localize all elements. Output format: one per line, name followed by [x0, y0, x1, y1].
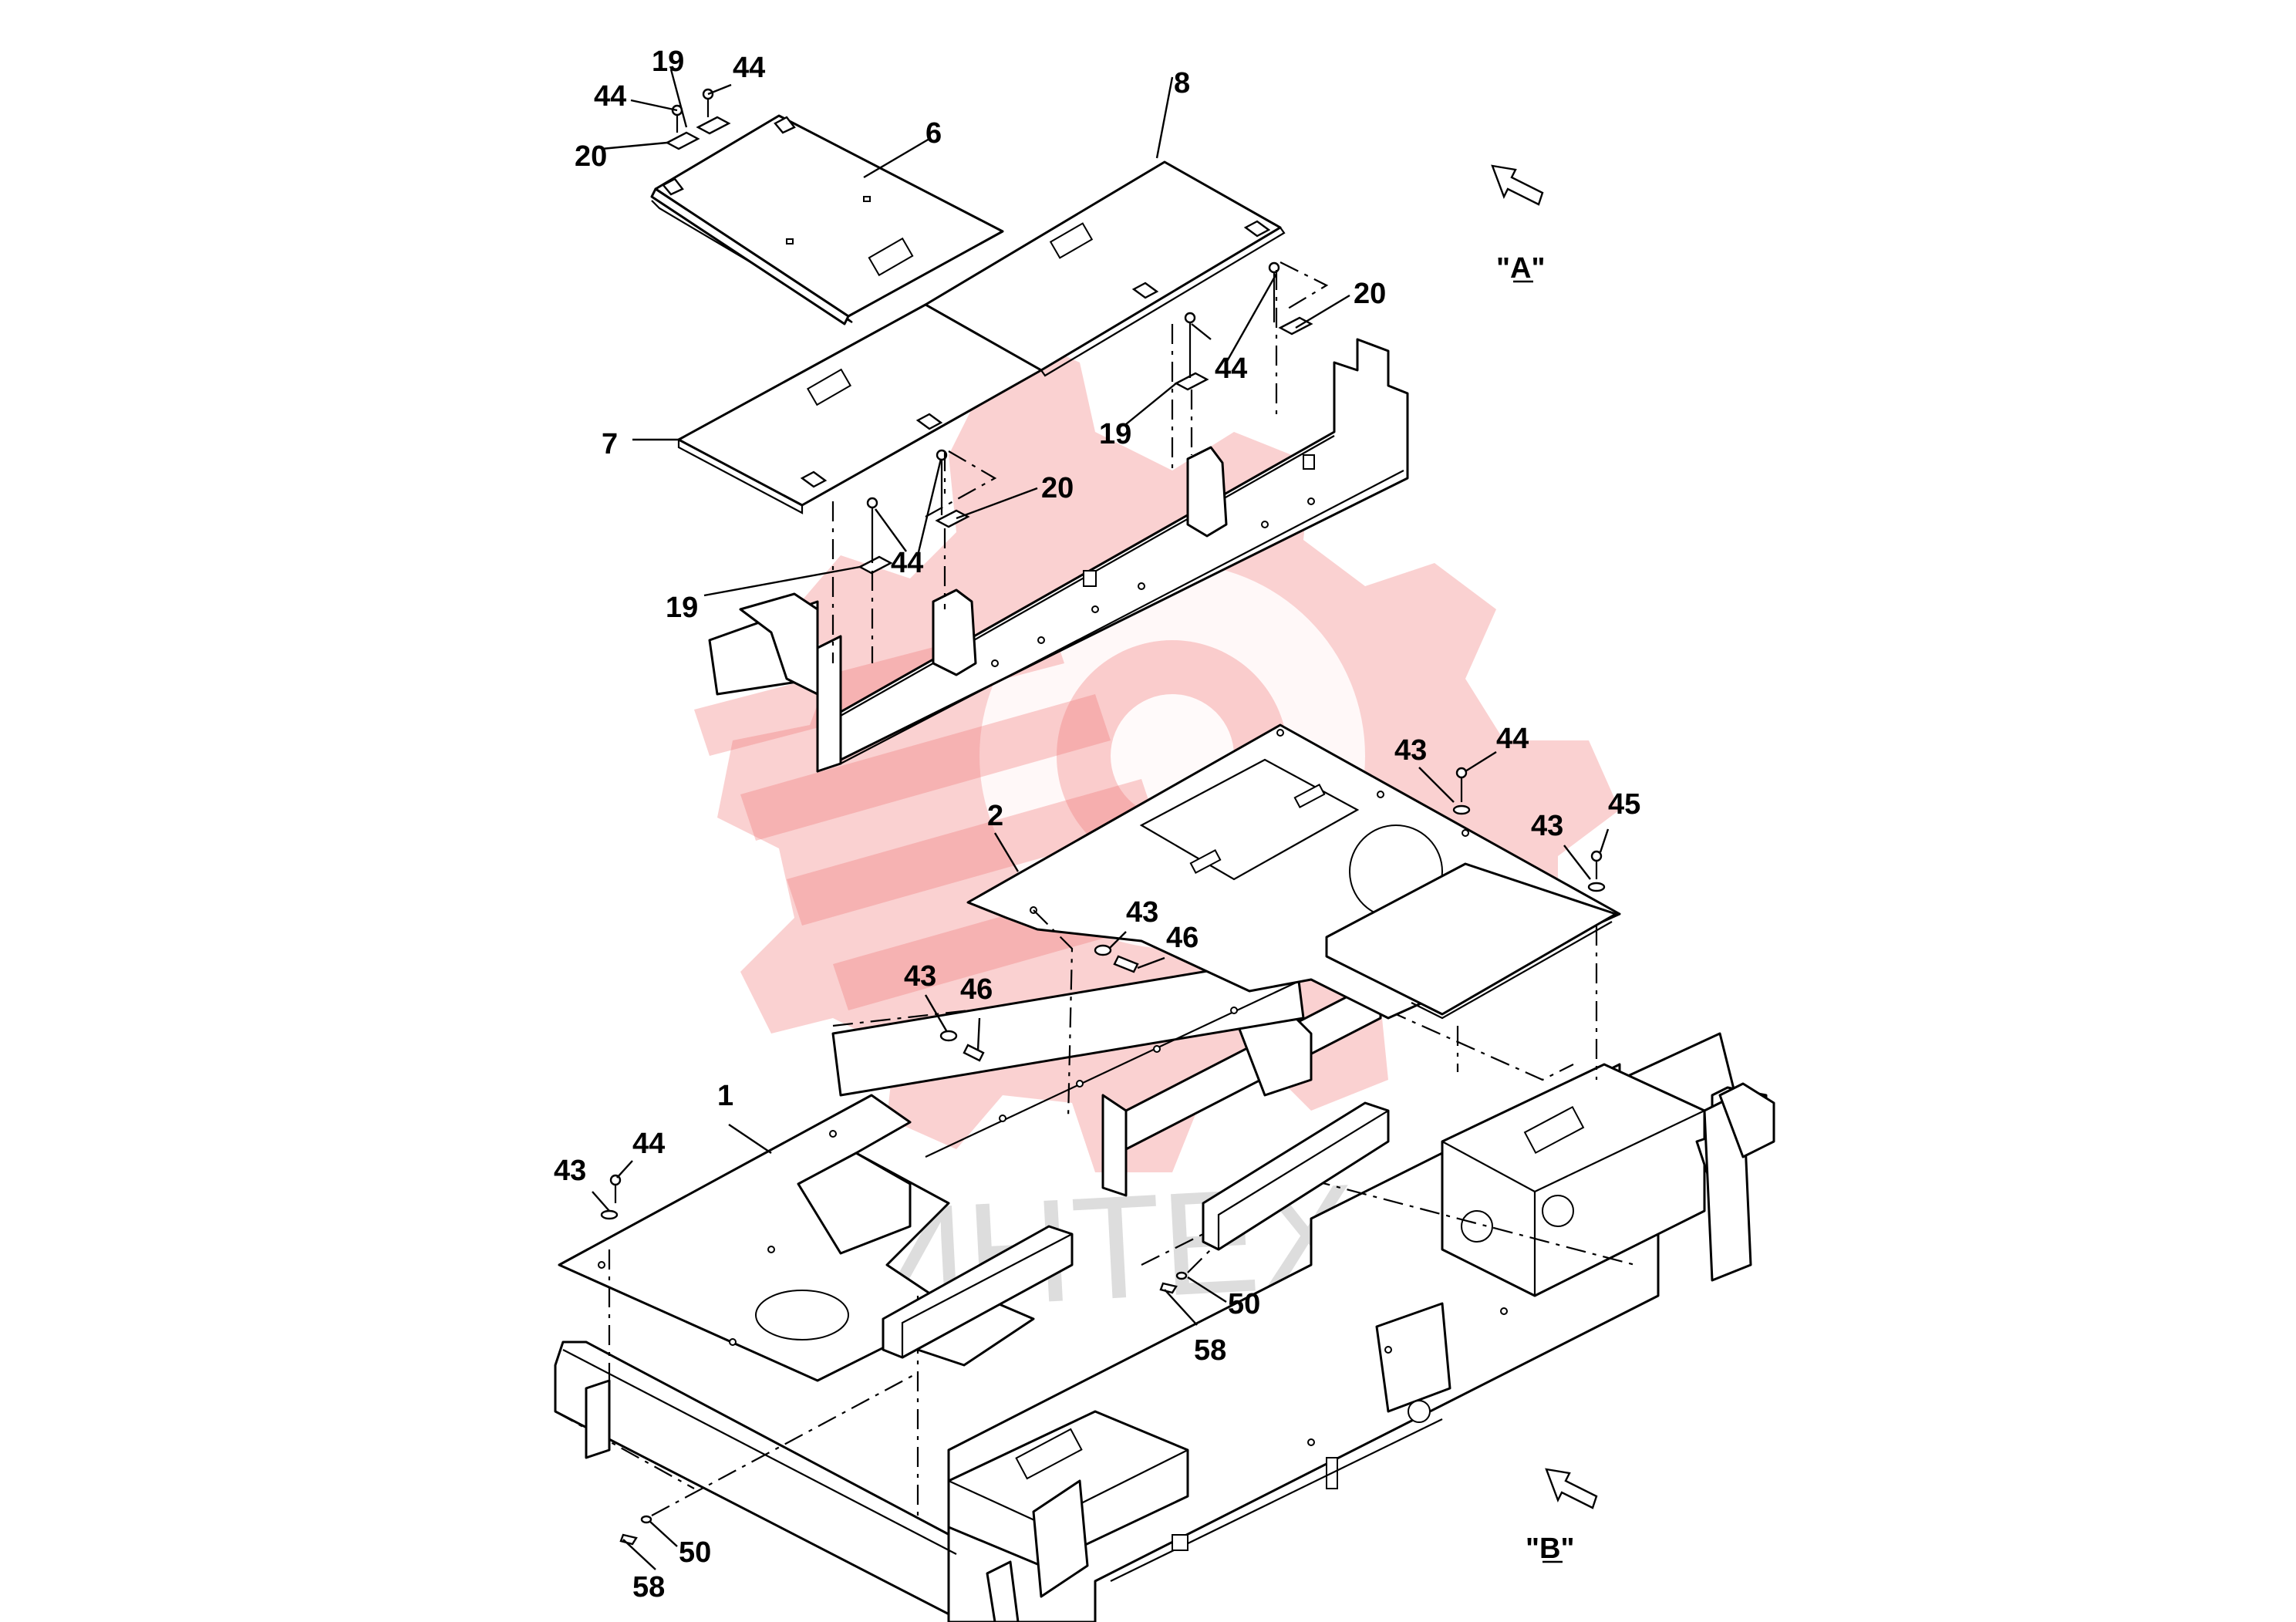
lower-main-frame [554, 947, 1775, 1622]
lower-fasteners [600, 767, 1606, 1546]
label-20-right: 20 [1354, 278, 1386, 310]
label-44-right: 44 [1215, 352, 1247, 385]
label-44-mid: 44 [891, 547, 923, 579]
view-b-label: "B" [1526, 1533, 1574, 1565]
view-a-label: "A" [1496, 252, 1545, 285]
label-43-c: 43 [1126, 896, 1158, 929]
label-43-e: 43 [554, 1155, 586, 1187]
label-2: 2 [987, 800, 1003, 832]
label-46-a: 46 [1166, 922, 1199, 954]
label-20-mid: 20 [1041, 472, 1074, 504]
label-44-b: 44 [632, 1128, 665, 1160]
label-19-top: 19 [652, 46, 684, 78]
label-58-b: 58 [632, 1571, 665, 1603]
label-1: 1 [717, 1080, 733, 1112]
label-6: 6 [925, 117, 942, 150]
view-a-arrow [1491, 164, 1544, 206]
panel-6 [650, 114, 1004, 325]
label-44-a: 44 [1496, 723, 1529, 755]
label-58-a: 58 [1194, 1334, 1226, 1367]
label-44-top-left: 44 [594, 80, 626, 113]
view-b-arrow [1545, 1468, 1598, 1509]
label-50-b: 50 [679, 1536, 711, 1569]
label-46-b: 46 [960, 973, 993, 1006]
part-number-labels: 8 6 7 19 44 44 20 20 44 19 20 44 19 2 43… [554, 46, 1640, 1603]
label-19-right: 19 [1099, 418, 1131, 450]
label-50-a: 50 [1228, 1288, 1260, 1320]
leader-lines [592, 69, 1610, 1570]
panel-2 [966, 723, 1621, 1119]
label-43-b: 43 [1531, 810, 1563, 842]
upper-fasteners [665, 88, 1329, 663]
panel-1 [558, 1094, 1035, 1519]
label-20-top: 20 [575, 140, 607, 173]
view-labels: "A" "B" [1496, 252, 1574, 1565]
left-bracket [882, 1225, 1074, 1359]
right-bracket [1202, 1101, 1390, 1251]
label-19-left: 19 [666, 592, 698, 624]
label-7: 7 [602, 428, 618, 460]
upper-frame-rail [708, 338, 1409, 773]
label-43-a: 43 [1394, 734, 1427, 767]
panel-7 [677, 303, 1043, 514]
label-45: 45 [1608, 788, 1640, 821]
label-8: 8 [1174, 67, 1190, 99]
label-44-top-right: 44 [733, 52, 765, 84]
panel-8 [924, 160, 1286, 377]
label-43-d: 43 [904, 960, 936, 993]
